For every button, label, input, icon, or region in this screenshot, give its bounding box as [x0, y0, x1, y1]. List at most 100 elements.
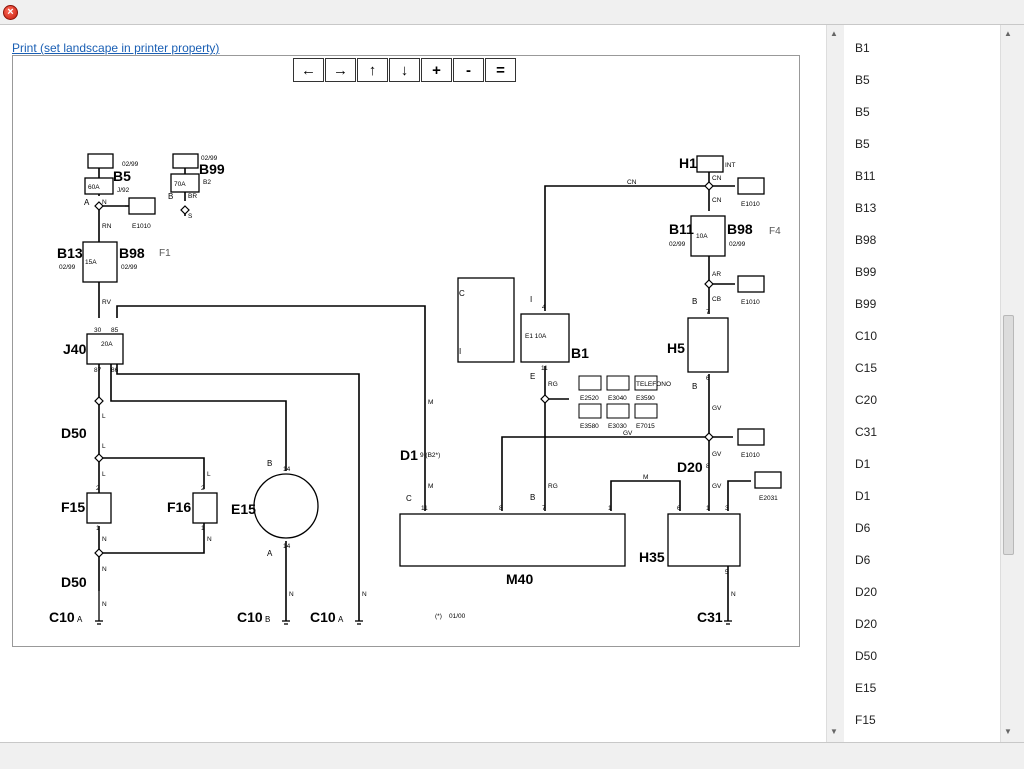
label-b98-right: B98	[727, 221, 753, 237]
zoom-in-button[interactable]: +	[421, 58, 452, 82]
date-tag: 02/99	[669, 241, 686, 248]
int-tag: INT	[725, 162, 736, 169]
wire-code: M	[428, 399, 433, 406]
scroll-down-arrow-icon[interactable]: ▼	[1004, 727, 1012, 736]
connector-letter: I	[530, 295, 532, 304]
component-list-item[interactable]: D50	[855, 649, 878, 663]
label-f15: F15	[61, 499, 85, 515]
wire-code: N	[207, 536, 212, 543]
label-c10-a: C10	[49, 609, 75, 625]
component-list-item[interactable]: D6	[855, 521, 871, 535]
wire-code: CN	[712, 197, 722, 204]
wire-code: AR	[712, 271, 721, 278]
diagram-scrollbar[interactable]: ▲ ▼	[826, 25, 843, 742]
print-link[interactable]: Print (set landscape in printer property…	[12, 41, 220, 55]
component-list-item[interactable]: C15	[855, 361, 878, 375]
component-list-item[interactable]: B98	[855, 233, 877, 247]
component-list-item[interactable]: B5	[855, 73, 870, 87]
component-list-item[interactable]: D6	[855, 553, 871, 567]
nav-right-button[interactable]: →	[325, 58, 356, 82]
label-f1: F1	[159, 248, 171, 259]
e1010-tag: E1010	[741, 299, 760, 306]
wire-code: N	[102, 199, 107, 206]
pin-number: 11	[421, 505, 428, 512]
pin-number: 1	[706, 505, 710, 512]
component-list-item[interactable]: C10	[855, 329, 878, 343]
scroll-up-arrow-icon[interactable]: ▲	[830, 29, 838, 38]
e1010-tag: E1010	[132, 223, 151, 230]
d1-pins: 9 (B2*)	[420, 452, 440, 459]
pin-number: 8	[499, 505, 503, 512]
wire-code: M	[428, 483, 433, 490]
connector-letter: B	[168, 192, 173, 201]
zoom-out-button[interactable]: -	[453, 58, 484, 82]
label-b99: B99	[199, 161, 225, 177]
wire-code: N	[102, 601, 107, 608]
pin-number: 14	[283, 543, 291, 550]
note-date: 01/00	[449, 613, 466, 620]
component-list-item[interactable]: B1	[855, 41, 870, 55]
wire-code: BR	[188, 193, 197, 200]
component-list-scrollbar[interactable]: ▲ ▼	[1000, 25, 1017, 742]
component-list-item[interactable]: B13	[855, 201, 877, 215]
label-h5: H5	[667, 340, 685, 356]
pin-number: 86	[111, 367, 119, 374]
component-list-item[interactable]: D1	[855, 457, 871, 471]
wire-code: GV	[712, 451, 722, 458]
wire-code: N	[731, 591, 736, 598]
scroll-down-arrow-icon[interactable]: ▼	[830, 727, 838, 736]
connector-letter: B	[530, 493, 535, 502]
wire-code: CB	[712, 296, 721, 303]
component-list-item[interactable]: C31	[855, 425, 878, 439]
fuse-rating: 60A	[88, 184, 100, 191]
nav-left-button[interactable]: ←	[293, 58, 324, 82]
fuse-rating: E1 10A	[525, 333, 547, 340]
connector-code: E3590	[636, 395, 655, 402]
component-list-item[interactable]: D1	[855, 489, 871, 503]
pin-number: 6	[706, 375, 710, 382]
telefono-tag: TELEFONO	[636, 381, 671, 388]
wire-code: CN	[627, 179, 637, 186]
wire-code: M	[643, 474, 648, 481]
wire-code: L	[102, 471, 106, 478]
wire-code: RN	[102, 223, 112, 230]
wire-code: RG	[548, 483, 558, 490]
component-list-item[interactable]: B11	[855, 169, 876, 183]
label-b11: B11	[669, 221, 694, 237]
pin-number: 1	[201, 525, 205, 532]
component-list-item[interactable]: B99	[855, 265, 877, 279]
wire-code: L	[207, 471, 211, 478]
component-list-item[interactable]: D20	[855, 585, 878, 599]
nav-up-button[interactable]: ↑	[357, 58, 388, 82]
e1010-tag: E1010	[741, 201, 760, 208]
fuse-rating: 10A	[696, 233, 708, 240]
connector-letter: A	[77, 615, 83, 624]
zoom-reset-button[interactable]: =	[485, 58, 516, 82]
pin-number: 2	[96, 485, 100, 492]
wiring-diagram-frame: ←→↑↓+-=	[12, 55, 800, 647]
component-list-item[interactable]: B99	[855, 297, 877, 311]
close-icon[interactable]: ×	[3, 5, 18, 20]
scroll-up-arrow-icon[interactable]: ▲	[1004, 29, 1012, 38]
nav-down-button[interactable]: ↓	[389, 58, 420, 82]
pin-number: 8	[706, 463, 710, 470]
scroll-thumb[interactable]	[1003, 315, 1014, 555]
component-list-item[interactable]: C20	[855, 393, 878, 407]
component-list-item[interactable]: B5	[855, 105, 870, 119]
label-b13: B13	[57, 245, 83, 261]
connector-letter: A	[84, 198, 90, 207]
component-list-item[interactable]: D20	[855, 617, 878, 631]
wire-code: L	[102, 443, 106, 450]
component-list-item[interactable]: B5	[855, 137, 870, 151]
pin-number: 4	[542, 304, 546, 311]
component-list-item[interactable]: E15	[855, 681, 877, 695]
wire-code: GV	[712, 483, 722, 490]
component-list-item[interactable]: F15	[855, 713, 876, 727]
diagram-pane[interactable]: Print (set landscape in printer property…	[0, 25, 827, 742]
date-tag: 02/99	[729, 241, 746, 248]
window-titlebar: ×	[0, 0, 1024, 25]
wire-code: L	[102, 413, 106, 420]
connector-letter: C	[459, 289, 465, 298]
wire-code: N	[102, 536, 107, 543]
